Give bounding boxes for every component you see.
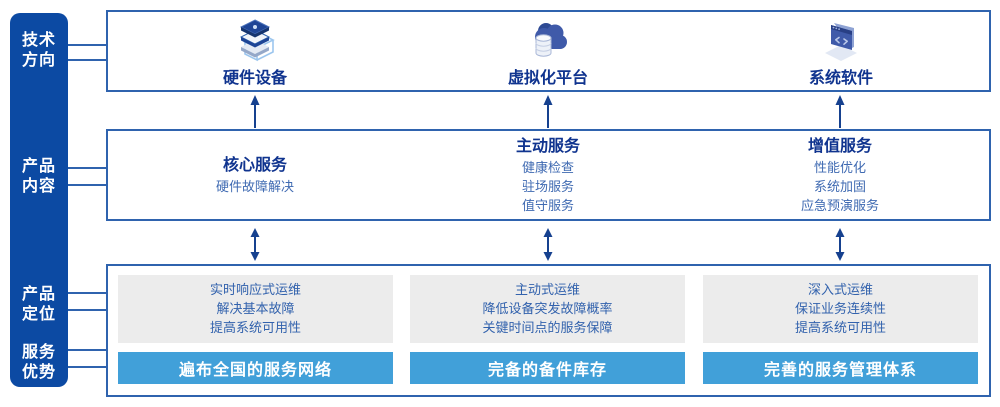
positioning-line: 降低设备突发故障概率 [482,301,613,317]
positioning-line: 提高系统可用性 [794,320,886,336]
rail-label-tech-direction: 技术 方向 [21,30,56,69]
connector-line [68,292,106,294]
connector-line [68,184,106,186]
service-item: 硬件故障解决 [215,179,294,195]
double-arrow [543,228,553,261]
advantage-bar: 完善的服务管理体系 [703,352,978,384]
positioning-line: 深入式运维 [807,282,873,298]
up-arrow [250,95,260,128]
cloud-database-icon [523,15,573,63]
tech-item-label: 虚拟化平台 [507,67,588,87]
rail-label-service-advantage: 服务 优势 [21,342,56,381]
service-title: 主动服务 [515,135,580,155]
double-arrow [835,228,845,261]
service-item: 性能优化 [813,160,866,176]
positioning-card: 实时响应式运维 解决基本故障 提高系统可用性 [118,275,393,343]
positioning-card: 主动式运维 降低设备突发故障概率 关键时间点的服务保障 [410,275,685,343]
product-content-panel: 核心服务 硬件故障解决 主动服务 健康检查 驻场服务 值守服务 增值服务 性能优… [106,129,991,221]
service-item: 健康检查 [521,160,574,176]
positioning-line: 提高系统可用性 [209,320,301,336]
code-window-icon [816,15,866,63]
service-title: 增值服务 [807,135,872,155]
up-arrow [835,95,845,128]
advantage-bar: 遍布全国的服务网络 [118,352,393,384]
rail-label-product-content: 产品 内容 [21,156,56,195]
positioning-advantage-panel: 实时响应式运维 解决基本故障 提高系统可用性 遍布全国的服务网络 主动式运维 降… [106,264,991,397]
connector-line [68,59,106,61]
connector-line [68,309,106,311]
positioning-card: 深入式运维 保证业务连续性 提高系统可用性 [703,275,978,343]
positioning-line: 主动式运维 [514,282,580,298]
tech-item-label: 系统软件 [808,67,873,87]
service-column-value-added: 增值服务 性能优化 系统加固 应急预演服务 [700,131,980,219]
advantage-bar: 完备的备件库存 [410,352,685,384]
tech-item-hardware: 硬件设备 [145,12,365,90]
rail-label-product-positioning: 产品 定位 [21,284,56,323]
up-arrow [543,95,553,128]
service-title: 核心服务 [222,154,287,174]
service-column-core: 核心服务 硬件故障解决 [115,131,395,219]
service-item: 值守服务 [521,198,574,214]
tech-direction-panel: 硬件设备 虚拟化平台 [106,10,991,92]
connector-line [68,366,106,368]
positioning-line: 关键时间点的服务保障 [482,320,613,336]
positioning-line: 保证业务连续性 [794,301,886,317]
service-item: 系统加固 [813,179,866,195]
connector-line [68,167,106,169]
service-item: 应急预演服务 [800,198,879,214]
service-item: 驻场服务 [521,179,574,195]
tech-item-virtualization: 虚拟化平台 [438,12,658,90]
tech-item-system-software: 系统软件 [731,12,951,90]
service-column-proactive: 主动服务 健康检查 驻场服务 值守服务 [408,131,688,219]
connector-line [68,44,106,46]
server-stack-icon [230,15,280,63]
positioning-line: 实时响应式运维 [209,282,301,298]
tech-item-label: 硬件设备 [222,67,287,87]
left-rail: 技术 方向 产品 内容 产品 定位 服务 优势 [10,13,68,387]
positioning-line: 解决基本故障 [216,301,295,317]
connector-line [68,349,106,351]
double-arrow [250,228,260,261]
